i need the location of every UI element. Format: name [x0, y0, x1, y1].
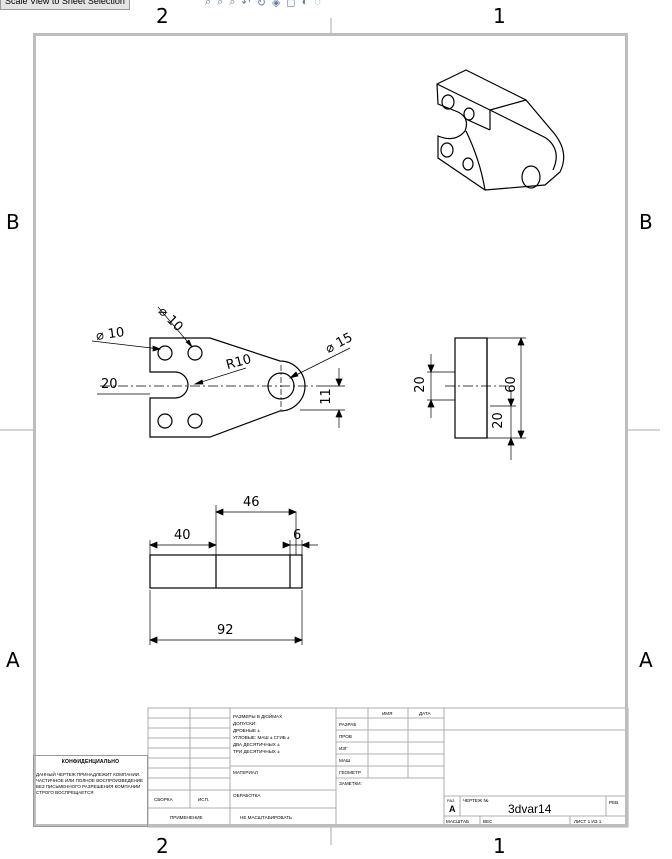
confidential-text: ДАННЫЙ ЧЕРТЕЖ ПРИНАДЛЕЖИТ КОМПАНИИ. ЧАСТ…	[36, 772, 144, 795]
rotate-icon[interactable]: ↻	[256, 0, 266, 9]
comments-label: ЗАМЕТКИ:	[339, 781, 362, 786]
confidential-title: КОНФИДЕНЦИАЛЬНО	[61, 759, 120, 765]
zone-label-bottom-2: 2	[156, 834, 169, 858]
dim-top-6: 6	[293, 528, 302, 543]
finish-label: ОБРАБОТКА	[233, 793, 261, 798]
side-view-dimensions	[427, 337, 526, 460]
notes-fractional: ДРОБНЫЕ ±	[233, 728, 260, 733]
dwg-no-label: ЧЕРТЕЖ №	[463, 798, 489, 803]
scale-view-button[interactable]: Scale View to Sheet Selection	[0, 0, 130, 10]
isometric-view	[436, 69, 565, 191]
date-column-header: ДАТА	[419, 711, 431, 716]
sheet-border	[33, 33, 628, 827]
zoom-in-icon[interactable]: ⌕	[229, 0, 236, 8]
drawn-label: РАЗРАБ	[339, 722, 357, 727]
application-label: ПРИМЕНЕНИЕ	[170, 815, 203, 820]
used-on-label: ИСП.	[198, 797, 210, 802]
display-style-icon[interactable]: ◻	[286, 0, 296, 9]
dim-top-overall: 92	[217, 623, 234, 638]
confidential-block: КОНФИДЕНЦИАЛЬНО ДАННЫЙ ЧЕРТЕЖ ПРИНАДЛЕЖИ…	[33, 755, 148, 827]
zone-label-top-2: 2	[156, 4, 169, 28]
notes-units: РАЗМЕРЫ В ДЮЙМАХ	[233, 714, 283, 719]
side-view	[454, 337, 488, 439]
weight-label: ВЕС	[483, 819, 493, 824]
front-view-dimensions	[91, 306, 351, 428]
previous-view-icon[interactable]: ↶	[241, 0, 251, 9]
notes-two-place: ДВА ДЕСЯТИЧНЫХ ±	[233, 742, 280, 747]
notes-angular: УГЛОВЫЕ: МАШ ± СГИБ ±	[233, 735, 290, 740]
name-column-header: ИМЯ	[382, 711, 393, 716]
material-label: МАТЕРИАЛ	[233, 770, 258, 775]
dim-top-40: 40	[174, 528, 191, 543]
dim-center-offset: 11	[318, 388, 334, 405]
zone-label-top-1: 1	[493, 4, 506, 28]
hide-show-icon[interactable]: ◐	[301, 0, 309, 8]
zone-label-right-a: A	[639, 648, 653, 672]
checked-label: ПРОВ	[339, 734, 352, 739]
dim-top-46: 46	[243, 495, 260, 510]
view-toolbar-icons: ⌕ ⌕ ⌕ ↶ ↻ ◈ ◻ ◐ ◌	[205, 0, 321, 9]
dim-side-60: 60	[503, 376, 519, 393]
size-value: A	[449, 804, 456, 814]
zone-label-right-b: B	[639, 210, 653, 234]
qa-label: ГЕОМЕТР	[339, 770, 361, 775]
next-assy-label: СБОРКА	[154, 797, 173, 802]
top-view-dimensions	[149, 505, 318, 645]
zone-label-left-a: A	[6, 648, 20, 672]
title-block-grid	[147, 707, 629, 828]
top-view	[149, 554, 303, 589]
sheet-label: ЛИСТ 1 ИЗ 1	[574, 819, 602, 824]
front-view-centerlines	[100, 365, 320, 410]
mfg-appr-label: МАШ	[339, 758, 351, 763]
notes-tolerances: ДОПУСКИ:	[233, 721, 257, 726]
zone-label-left-b: B	[6, 210, 20, 234]
dwg-no-value: 3dvar14	[508, 802, 552, 816]
zoom-area-icon[interactable]: ⌕	[217, 0, 224, 8]
notes-three-place: ТРИ ДЕСЯТИЧНЫХ ±	[233, 749, 280, 754]
appearance-icon[interactable]: ◌	[314, 0, 321, 8]
do-not-scale-label: НЕ МАСШТАБИРОВАТЬ	[240, 815, 292, 820]
toolbar: Scale View to Sheet Selection ⌕ ⌕ ⌕ ↶ ↻ …	[0, 0, 672, 10]
rev-label: РЕВ.	[609, 800, 620, 805]
dim-side-20: 20	[412, 376, 428, 393]
dim-slot-width: 20	[101, 377, 118, 392]
view-orientation-icon[interactable]: ◈	[271, 0, 281, 9]
size-label: РАЗ	[447, 798, 455, 803]
dim-side-lower-20: 20	[490, 412, 506, 429]
scale-label: МАСШТАБ	[446, 819, 470, 824]
zone-label-bottom-1: 1	[493, 834, 506, 858]
zoom-to-fit-icon[interactable]: ⌕	[205, 0, 212, 8]
eng-appr-label: ИЗГ	[339, 746, 348, 751]
